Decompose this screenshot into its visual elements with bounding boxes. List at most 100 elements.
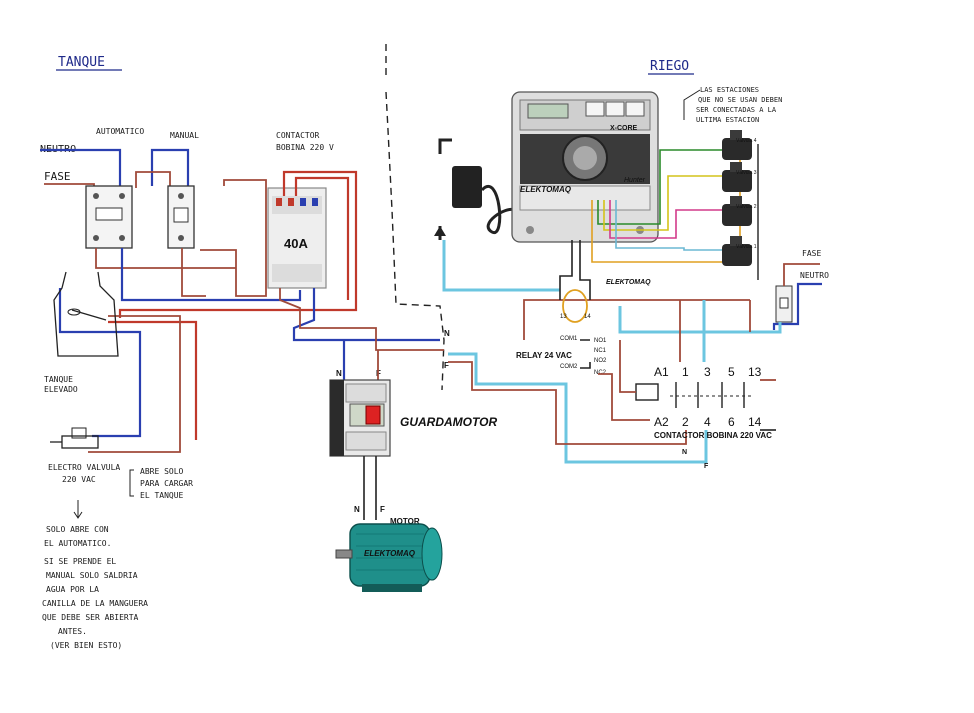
relay-coil-feed-1 [559,240,573,300]
contactor-label-1: CONTACTOR [276,131,320,140]
note-arrow-icon [73,500,83,519]
irrigation-contactor: A1 1 3 5 13 A2 2 4 6 14 [635,365,762,429]
contactor-t6: 6 [728,415,735,429]
motor-icon [335,523,443,592]
relay-to-a2-wire [598,373,650,421]
cyan-f-loop [448,352,708,464]
motor-label: MOTOR [390,517,420,526]
note-line: SI SE PRENDE EL [44,557,116,566]
stations-note-3: SER CONECTADAS A LA [696,106,777,114]
float-return-wire [88,315,181,453]
float-to-valve-wire [108,320,198,440]
elevated-tank-label-1: TANQUE [44,375,73,384]
relay-contacts [580,339,591,369]
contactor-label-2: BOBINA 220 V [276,143,334,152]
phase-bridge [135,171,171,188]
elevated-tank-label-2: ELEVADO [44,385,78,394]
contactor-t2: 2 [682,415,689,429]
relay-coil-feed-2 [579,240,591,300]
contactor-t13: 13 [748,365,762,379]
guardamotor-n-top: N [336,369,342,378]
note-line: (VER BIEN ESTO) [50,641,122,650]
neutral-wire [40,148,122,186]
irrigation-cyan-supply [618,306,782,334]
valve-2-label: Válvula 2 [736,204,757,210]
valve-3-label: Válvula 3 [736,170,757,176]
contactor-a1: A1 [654,365,669,379]
note-line: MANUAL SOLO SALDRIA [46,571,138,580]
relay-coil-13: 13 [560,314,567,320]
contactor-t5: 5 [728,365,735,379]
tank-phase-label: FASE [44,170,71,183]
electro-valve-icon [50,427,99,449]
float-neutral-wire [58,288,142,438]
brown-to-irrigation-f [279,288,444,351]
power-adapter-icon [434,138,515,240]
irrigation-brown-bus [523,299,751,340]
stations-note-2: QUE NO SE USAN DEBEN [698,96,782,104]
section-divider [385,44,445,391]
irrigation-controller [511,91,659,243]
note-line: SOLO ABRE CON [46,525,109,534]
wiring-watermark: ELEKTOMAQ [606,279,651,286]
note-line: ANTES. [58,627,87,636]
valve-label-1: ELECTRO VALVULA [48,463,120,472]
tank-contactor [267,187,327,289]
relay-pin-nc2: NC2 [594,370,607,376]
relay-coil-icon [562,289,588,323]
adapter-to-line-wire [442,240,560,292]
relay-pin-no1: NO1 [594,338,607,344]
manual-label: MANUAL [170,131,199,140]
tank-section-title: TANQUE [58,55,105,70]
valve-note-3: EL TANQUE [140,491,184,500]
valve-1-label: Válvula 1 [736,244,757,250]
contactor-n-bottom: N [682,449,687,456]
neutral-bridge [150,148,190,186]
solenoid-valve-2 [722,196,752,226]
irrigation-breaker [775,285,793,323]
stations-note-4: ULTIMA ESTACION [696,116,759,124]
relay-coil-14: 14 [584,314,591,320]
relay-label: RELAY 24 VAC [516,351,572,360]
contactor-a1-wire [619,340,636,393]
valve-label-2: 220 VAC [62,475,96,484]
solenoid-valve-1 [722,236,752,266]
red-supply-wire [118,170,358,318]
solenoid-valve-4 [722,130,752,160]
relay-pin-com1: COM1 [560,336,578,342]
note-line: AGUA POR LA [46,585,99,594]
contactor-t4: 4 [704,415,711,429]
note-line: CANILLA DE LA MANGUERA [42,599,148,608]
brown-control-wire [200,179,267,297]
irrigation-phase-wire [783,263,820,286]
automatic-label: AUTOMATICO [96,127,144,136]
irrigation-neutral-wire [772,282,822,330]
contactor-rating: 40A [284,236,308,251]
controller-maker: Hunter [624,177,646,184]
valve-note-bracket [129,469,134,497]
note-line: QUE DEBE SER ABIERTA [42,613,139,622]
valve-4-label: Válvula 4 [736,138,757,144]
contactor-t14: 14 [748,415,762,429]
valve-note-2: PARA CARGAR [140,479,193,488]
controller-brand: X-CORE [610,125,638,132]
irrigation-section-title: RIEGO [650,59,689,74]
relay-pin-nc1: NC1 [594,348,607,354]
irrigation-contactor-label: CONTACTOR BOBINA 220 VAC [654,431,772,440]
contactor-t1: 1 [682,365,689,379]
stations-note-arrow [683,89,701,120]
irrigation-f-label: F [444,361,449,370]
guardamotor [329,379,391,457]
note-line: EL AUTOMATICO. [44,539,111,548]
controller-watermark: ELEKTOMAQ [520,185,572,194]
red-loop-wire [294,176,350,300]
valve-note-1: ABRE SOLO [140,467,184,476]
elevated-tank-icon [53,271,119,357]
relay-pin-com2: COM2 [560,364,578,370]
manual-out-wire [181,248,206,297]
tank-note: SOLO ABRE CON EL AUTOMATICO. SI SE PREND… [42,525,148,650]
manual-switch [167,185,195,249]
irrigation-n-label: N [444,329,450,338]
relay-pin-no2: NO2 [594,358,607,364]
